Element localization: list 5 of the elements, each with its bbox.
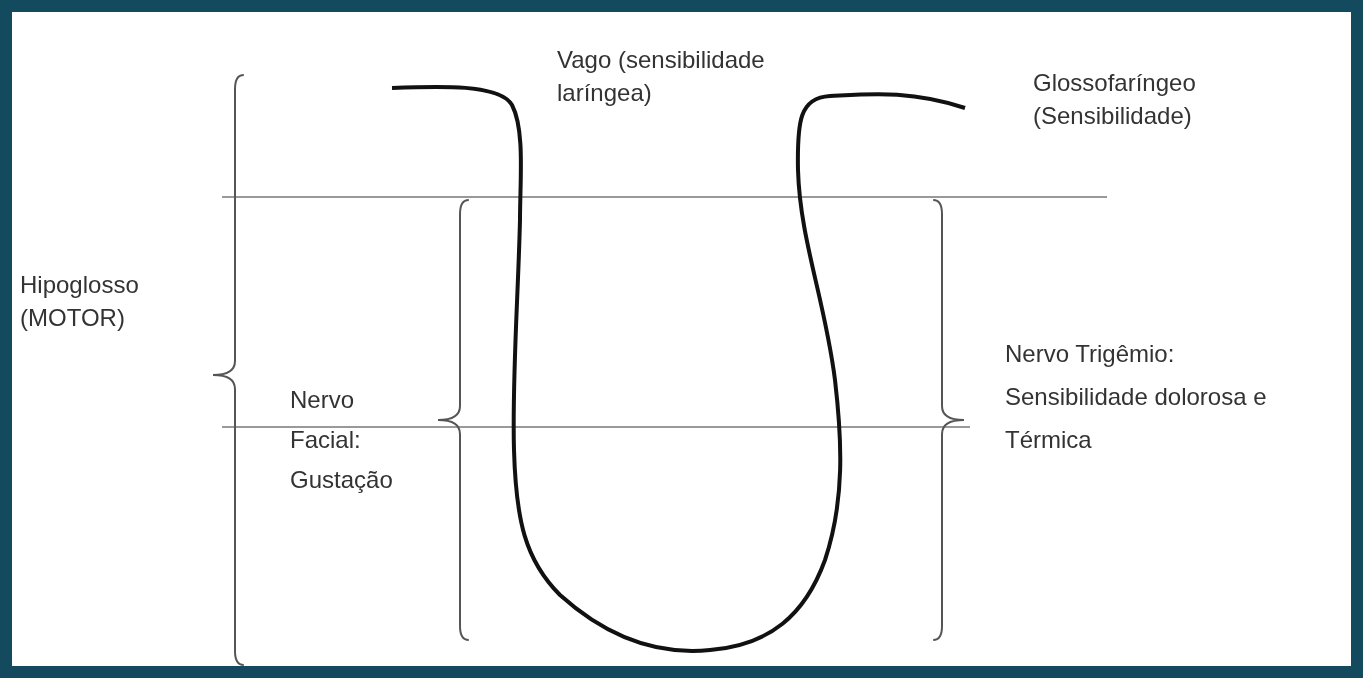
nerve-label: Nervo Trigêmio: Sensibilidade dolorosa e Térmica bbox=[1005, 339, 1268, 455]
nerve-label: Glossofaríngeo (Sensibilidade) bbox=[1033, 68, 1197, 131]
nerve-label: Vago (sensibilidade laríngea) bbox=[557, 45, 766, 108]
nerve-label: Nervo Facial: Gustação bbox=[290, 385, 394, 495]
nerve-label: Hipoglosso (MOTOR) bbox=[20, 270, 140, 333]
